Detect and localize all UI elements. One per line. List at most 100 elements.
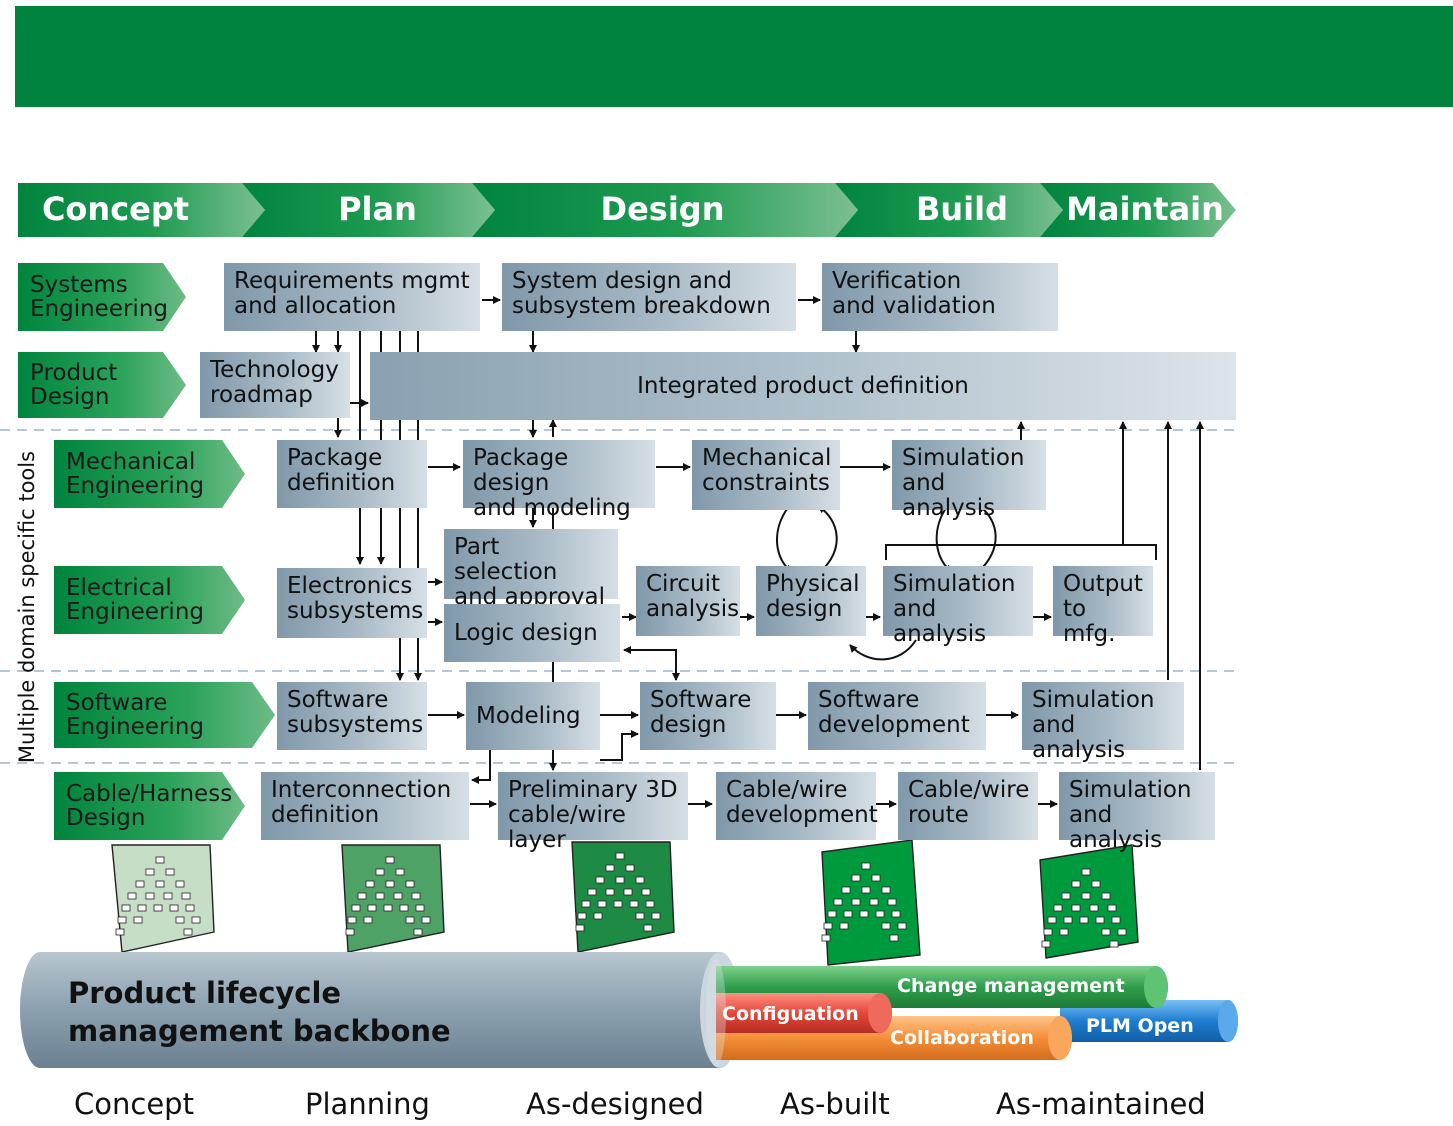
tree-node bbox=[871, 874, 881, 882]
tube-change-management: Change management bbox=[897, 975, 1125, 997]
box-software-development: Software development bbox=[808, 682, 986, 750]
tree-node bbox=[615, 852, 625, 860]
tree-node bbox=[1095, 916, 1105, 924]
hierarchy-panels bbox=[111, 839, 1139, 966]
tree-node bbox=[861, 886, 871, 894]
tree-node bbox=[1091, 880, 1101, 888]
phase-chevrons bbox=[18, 183, 1236, 237]
tube-collaboration: Collaboration bbox=[890, 1027, 1034, 1049]
tree-node bbox=[121, 904, 131, 912]
tree-node bbox=[629, 900, 639, 908]
tree-node bbox=[163, 892, 173, 900]
header-band bbox=[15, 6, 1453, 107]
box-physical-design: Physical design bbox=[756, 566, 866, 636]
tree-node bbox=[651, 912, 661, 920]
tree-node bbox=[641, 888, 651, 896]
stage-as-built: As-built bbox=[780, 1087, 890, 1121]
tree-node bbox=[859, 910, 869, 918]
tree-node bbox=[881, 922, 891, 930]
box-package-design: Package design and modeling bbox=[463, 440, 655, 521]
row-cable-harness-design: Cable/Harness Design bbox=[66, 781, 233, 831]
box-modeling: Modeling bbox=[466, 682, 600, 750]
tree-node bbox=[117, 916, 127, 924]
phase-plan: Plan bbox=[338, 190, 417, 228]
tree-node bbox=[385, 880, 395, 888]
hierarchy-panel-icon bbox=[1039, 844, 1139, 959]
colored-tubes bbox=[706, 959, 1238, 1067]
tree-node bbox=[1101, 928, 1111, 936]
box-mech-simulation: Simulation and analysis bbox=[892, 440, 1046, 521]
tree-node bbox=[1117, 928, 1127, 936]
tree-node bbox=[635, 912, 645, 920]
tree-node bbox=[823, 922, 833, 930]
box-output-to-mfg: Output to mfg. bbox=[1053, 566, 1153, 647]
box-software-simulation: Simulation and analysis bbox=[1022, 682, 1184, 763]
tree-node bbox=[413, 928, 423, 936]
tree-node bbox=[405, 880, 415, 888]
tree-node bbox=[581, 900, 591, 908]
tree-node bbox=[1089, 904, 1099, 912]
tree-node bbox=[145, 892, 155, 900]
tree-node bbox=[827, 910, 837, 918]
tree-node bbox=[881, 886, 891, 894]
hierarchy-panel-icon bbox=[571, 841, 675, 953]
side-label: Multiple domain specific tools bbox=[15, 450, 39, 764]
tree-node bbox=[1079, 916, 1089, 924]
tree-node bbox=[843, 910, 853, 918]
backbone-title: Product lifecycle management backbone bbox=[68, 976, 451, 1048]
box-package-definition: Package definition bbox=[277, 440, 427, 508]
tree-node bbox=[645, 900, 655, 908]
tree-node bbox=[1041, 940, 1051, 948]
tree-node bbox=[1071, 904, 1081, 912]
tree-node bbox=[577, 912, 587, 920]
tree-node bbox=[1101, 892, 1111, 900]
box-preliminary-3d: Preliminary 3D cable/wire layer bbox=[498, 772, 688, 853]
tree-node bbox=[155, 880, 165, 888]
tree-node bbox=[399, 904, 409, 912]
tree-node bbox=[133, 916, 143, 924]
box-cable-development: Cable/wire development bbox=[716, 772, 878, 840]
tree-node bbox=[635, 876, 645, 884]
box-integrated-product-definition: Integrated product definition bbox=[370, 352, 1236, 420]
tree-node bbox=[1081, 868, 1091, 876]
tree-node bbox=[155, 856, 165, 864]
tree-node bbox=[625, 864, 635, 872]
tree-node bbox=[375, 892, 385, 900]
tree-node bbox=[643, 924, 653, 932]
tree-node bbox=[1053, 904, 1063, 912]
tree-node bbox=[175, 916, 185, 924]
tree-node bbox=[181, 892, 191, 900]
tree-node bbox=[383, 904, 393, 912]
phase-concept: Concept bbox=[41, 190, 190, 228]
tree-node bbox=[613, 900, 623, 908]
tube-configuration: Configuation bbox=[722, 1003, 859, 1025]
tree-node bbox=[1043, 928, 1053, 936]
tree-node bbox=[185, 904, 195, 912]
tree-node bbox=[597, 900, 607, 908]
tree-node bbox=[345, 928, 355, 936]
tree-node bbox=[821, 934, 831, 942]
tree-node bbox=[347, 916, 357, 924]
tree-node bbox=[135, 880, 145, 888]
box-logic-design: Logic design bbox=[444, 604, 620, 662]
tree-node bbox=[411, 892, 421, 900]
stage-concept: Concept bbox=[74, 1087, 194, 1121]
row-product-design: Product Design bbox=[30, 360, 118, 410]
tree-node bbox=[615, 876, 625, 884]
box-circuit-analysis: Circuit analysis bbox=[636, 566, 740, 636]
tree-node bbox=[405, 916, 415, 924]
tree-node bbox=[153, 904, 163, 912]
phase-design: Design bbox=[600, 190, 725, 228]
tree-node bbox=[365, 880, 375, 888]
box-mechanical-constraints: Mechanical constraints bbox=[692, 440, 840, 510]
tree-node bbox=[605, 864, 615, 872]
row-software-engineering: Software Engineering bbox=[66, 690, 204, 740]
tree-node bbox=[183, 928, 193, 936]
tree-node bbox=[1059, 928, 1069, 936]
dashed-separators bbox=[0, 429, 1240, 764]
tree-node bbox=[1071, 880, 1081, 888]
phase-maintain: Maintain bbox=[1066, 190, 1224, 228]
tree-node bbox=[127, 892, 137, 900]
tree-node bbox=[1061, 892, 1071, 900]
row-systems-engineering: Systems Engineering bbox=[30, 272, 168, 322]
